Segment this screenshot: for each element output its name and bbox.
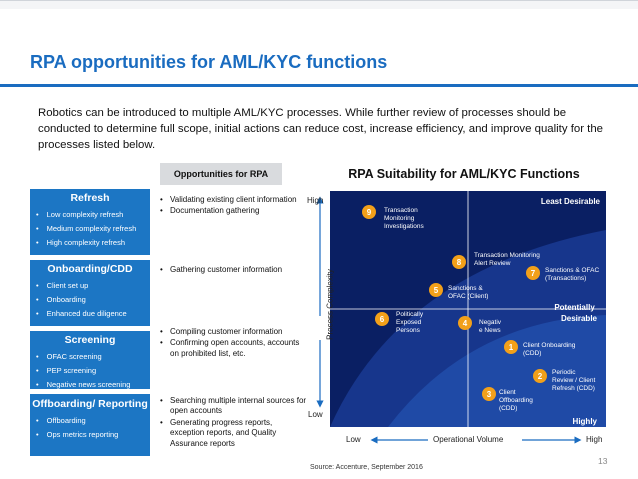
opportunities-screening: Compiling customer information Confirmin… bbox=[158, 327, 308, 360]
category-refresh: Refresh Low complexity refresh Medium co… bbox=[30, 189, 150, 255]
source-note: Source: Accenture, September 2016 bbox=[310, 464, 423, 471]
category-item: Medium complexity refresh bbox=[30, 222, 150, 236]
bubble-number: 8 bbox=[457, 258, 462, 267]
bubble-number: 1 bbox=[509, 343, 514, 352]
category-item: Client set up bbox=[30, 279, 150, 293]
bubble-7: 7 Sanctions & OFAC(Transactions) bbox=[526, 266, 599, 282]
x-high-label: High bbox=[586, 435, 603, 444]
y-high-label: High bbox=[307, 196, 324, 205]
category-offboarding: Offboarding/ Reporting Offboarding Ops m… bbox=[30, 394, 150, 456]
category-item: PEP screening bbox=[30, 364, 150, 378]
category-item: OFAC screening bbox=[30, 350, 150, 364]
bubble-label: Client Onboarding(CDD) bbox=[523, 342, 576, 357]
zone-least-label: Least Desirable bbox=[541, 197, 601, 206]
opportunity-item: Gathering customer information bbox=[158, 265, 308, 276]
bubble-marker bbox=[429, 283, 443, 297]
category-item: Onboarding bbox=[30, 293, 150, 307]
bubble-number: 3 bbox=[487, 390, 492, 399]
opportunities-header: Opportunities for RPA bbox=[160, 163, 282, 185]
x-low-label: Low bbox=[346, 435, 361, 444]
bubble-marker bbox=[504, 340, 518, 354]
opportunity-item: Validating existing client information bbox=[158, 195, 308, 206]
zone-potential-label: Potentially Desirable bbox=[554, 303, 597, 323]
category-screening: Screening OFAC screening PEP screening N… bbox=[30, 331, 150, 389]
category-onboarding: Onboarding/CDD Client set up Onboarding … bbox=[30, 260, 150, 326]
bubble-marker bbox=[533, 369, 547, 383]
bubble-number: 9 bbox=[367, 208, 372, 217]
bubble-marker bbox=[482, 387, 496, 401]
bubble-marker bbox=[362, 205, 376, 219]
bubble-number: 7 bbox=[531, 269, 536, 278]
bubble-marker bbox=[375, 312, 389, 326]
page-title: RPA opportunities for AML/KYC functions bbox=[30, 52, 388, 72]
opportunities-offboarding: Searching multiple internal sources for … bbox=[158, 396, 308, 450]
opportunity-item: Documentation gathering bbox=[158, 206, 308, 217]
matrix-title: RPA Suitability for AML/KYC Functions bbox=[348, 167, 580, 181]
bubble-number: 6 bbox=[380, 315, 385, 324]
top-border bbox=[0, 0, 638, 9]
x-axis-label: Operational Volume bbox=[433, 435, 504, 444]
zone-potential-line-2: Desirable bbox=[561, 314, 598, 323]
page-number: 13 bbox=[598, 456, 608, 466]
bubble-number: 4 bbox=[463, 319, 468, 328]
zone-highly bbox=[388, 315, 606, 427]
category-title: Screening bbox=[64, 334, 116, 346]
category-item: Ops metrics reporting bbox=[30, 428, 150, 442]
zone-highly-label: Highly bbox=[573, 417, 598, 426]
category-item: High complexity refresh bbox=[30, 236, 150, 250]
category-item: Offboarding bbox=[30, 414, 150, 428]
opportunity-item: Confirming open accounts, accounts on pr… bbox=[158, 338, 308, 359]
title-underline bbox=[0, 84, 638, 87]
opportunities-onboarding: Gathering customer information bbox=[158, 265, 308, 276]
category-title: Onboarding/CDD bbox=[47, 263, 133, 275]
bubble-marker bbox=[452, 255, 466, 269]
category-item: Enhanced due diligence bbox=[30, 307, 150, 321]
category-title: Offboarding/ Reporting bbox=[32, 398, 148, 410]
bubble-label: Sanctions &OFAC (Client) bbox=[448, 285, 488, 300]
intro-paragraph: Robotics can be introduced to multiple A… bbox=[38, 107, 603, 151]
y-low-label: Low bbox=[308, 410, 323, 419]
bubble-1: 1 Client Onboarding(CDD) bbox=[504, 340, 576, 357]
category-item: Low complexity refresh bbox=[30, 208, 150, 222]
bubble-label: Sanctions & OFAC(Transactions) bbox=[545, 267, 599, 282]
y-axis-label: Process Complexity bbox=[325, 269, 335, 340]
opportunity-item: Searching multiple internal sources for … bbox=[158, 396, 308, 417]
category-title: Refresh bbox=[70, 192, 110, 204]
bubble-number: 5 bbox=[434, 286, 439, 295]
opportunities-refresh: Validating existing client information D… bbox=[158, 195, 308, 218]
bubble-marker bbox=[458, 316, 472, 330]
opportunity-item: Generating progress reports, exception r… bbox=[158, 418, 308, 449]
opportunity-item: Compiling customer information bbox=[158, 327, 308, 338]
zone-potential-line-1: Potentially bbox=[554, 303, 595, 312]
category-item: Negative news screening bbox=[30, 378, 150, 392]
bubble-marker bbox=[526, 266, 540, 280]
bubble-number: 2 bbox=[538, 372, 543, 381]
bubble-5: 5 Sanctions &OFAC (Client) bbox=[429, 283, 488, 300]
